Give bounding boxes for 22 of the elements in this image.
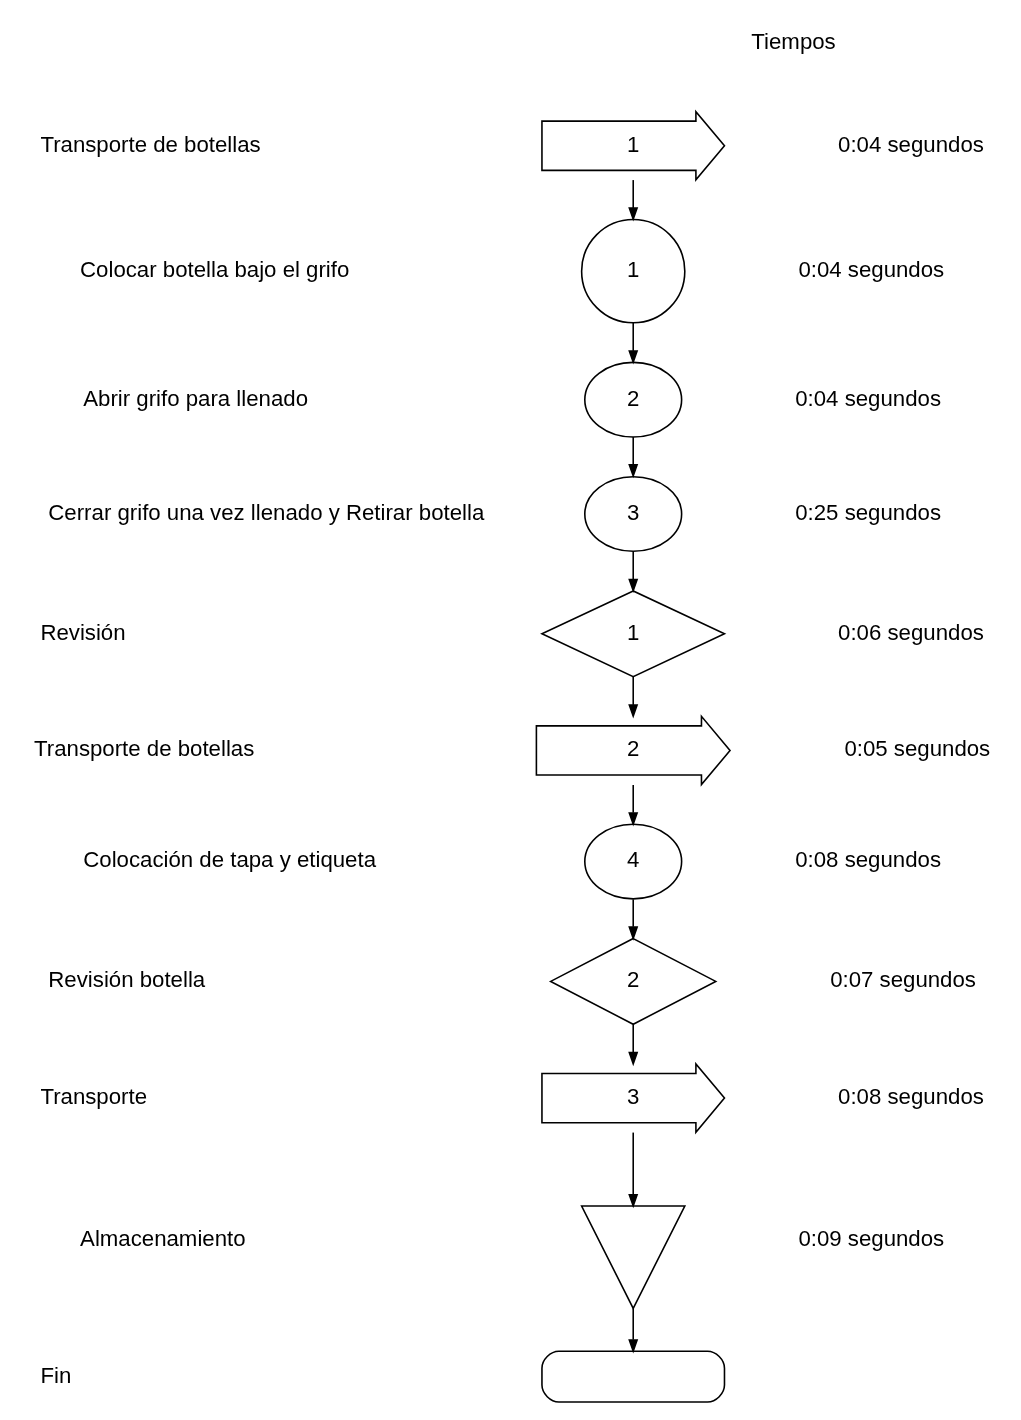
label: 0:06 segundos [837,619,984,645]
label: 0:07 segundos [829,967,976,993]
label: Tiempos [750,29,836,55]
label: 0:04 segundos [794,385,941,411]
label: Transporte de botellas [33,736,254,762]
label: 0:05 segundos [843,736,990,762]
label: Transporte [39,1083,147,1109]
label: 0:04 segundos [797,257,944,283]
label: 0:25 segundos [794,499,941,525]
label: Revisión [39,619,126,645]
label: Almacenamiento [79,1226,246,1251]
label: 0:08 segundos [794,847,941,873]
label: 0:04 segundos [837,131,984,157]
label: Colocación de tapa y etiqueta [82,847,376,873]
label: Fin [39,1362,71,1388]
label: Abrir grifo para llenado [82,385,308,411]
label: 0:08 segundos [837,1083,984,1109]
label: Colocar botella bajo el grifo [79,257,349,283]
label: Revisión botella [47,967,205,993]
label: Transporte de botellas [39,131,261,157]
label: Cerrar grifo una vez llenado y Retirar botella [47,499,484,525]
label: 0:09 segundos [797,1226,944,1251]
